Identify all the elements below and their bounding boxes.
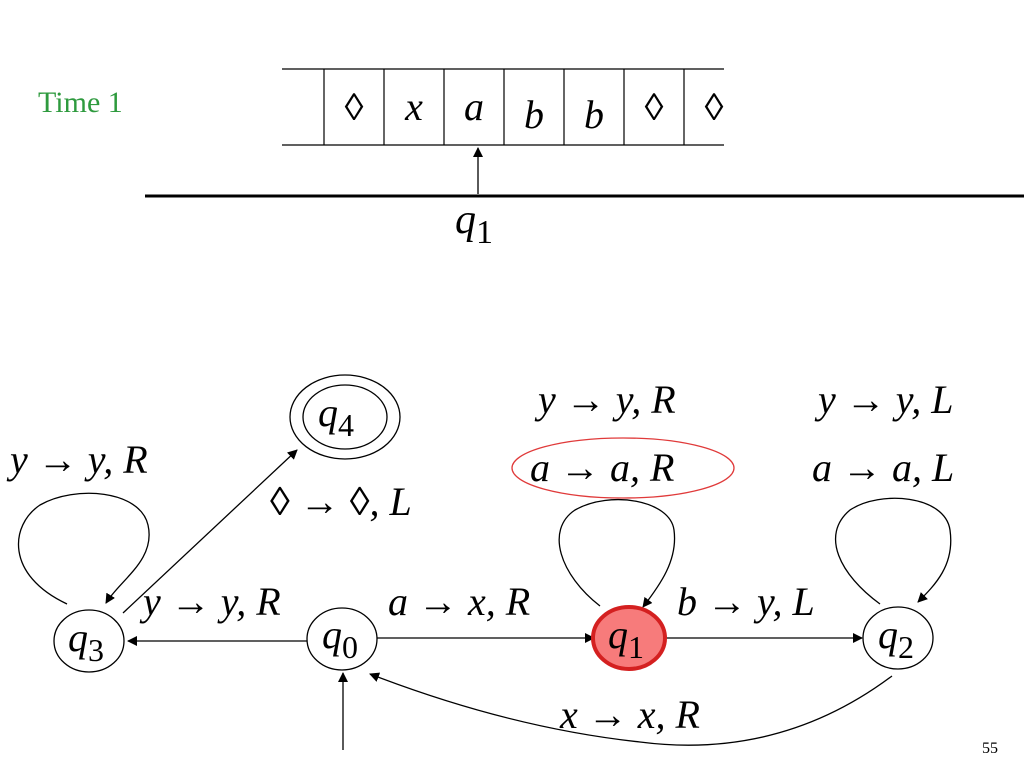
state-q0: q0 bbox=[306, 607, 378, 671]
label-q0-q1: a → x, R bbox=[388, 579, 530, 624]
edges bbox=[17, 449, 952, 750]
label-q1-loop-1: y → y, R bbox=[534, 377, 676, 422]
edge-q2-q0 bbox=[369, 672, 893, 746]
time-label: Time 1 bbox=[38, 86, 123, 119]
state-q2-label: q2 bbox=[878, 612, 914, 665]
state-q4-inner-circle bbox=[302, 384, 388, 450]
state-q1-circle bbox=[591, 605, 667, 671]
state-q1-label: q1 bbox=[608, 612, 644, 665]
edge-q3-q4 bbox=[122, 449, 298, 614]
tape-cell-7: ◊ bbox=[705, 87, 724, 129]
transition-labels: a → x, R b → y, L x → x, R y → y, R ◊ → … bbox=[6, 377, 954, 737]
loop-q2 bbox=[834, 497, 952, 605]
read-head: q1 bbox=[455, 147, 493, 251]
tape: ◊ x a b b ◊ ◊ bbox=[282, 68, 724, 146]
label-q1-q2: b → y, L bbox=[677, 579, 815, 624]
label-q0-q3: y → y, R bbox=[139, 579, 281, 624]
state-q0-circle bbox=[306, 607, 378, 671]
loop-q1 bbox=[558, 498, 676, 608]
label-q3-loop: y → y, R bbox=[6, 437, 148, 482]
label-q3-q4: ◊ → ◊, L bbox=[270, 479, 412, 524]
tape-cell-3: a bbox=[464, 84, 484, 129]
label-q2-loop-1: y → y, L bbox=[814, 377, 954, 422]
tape-cell-1: ◊ bbox=[345, 87, 364, 129]
tape-cell-5: b bbox=[584, 92, 604, 137]
state-q3-label: q3 bbox=[68, 615, 104, 668]
state-q1: q1 bbox=[591, 605, 667, 671]
state-q3: q3 bbox=[53, 609, 125, 673]
page-number: 55 bbox=[982, 740, 998, 757]
label-q2-q0: x → x, R bbox=[559, 692, 700, 737]
state-q4-label: q4 bbox=[318, 390, 354, 443]
tape-cell-4: b bbox=[524, 92, 544, 137]
label-q2-loop-2: a → a, L bbox=[812, 445, 954, 490]
state-q2-circle bbox=[862, 606, 934, 670]
active-transition-highlight bbox=[511, 437, 735, 499]
label-q1-loop-2: a → a, R bbox=[530, 445, 674, 490]
head-state-label: q1 bbox=[455, 197, 493, 251]
state-q0-label: q0 bbox=[322, 612, 358, 665]
state-q2: q2 bbox=[862, 606, 934, 670]
state-q3-circle bbox=[53, 609, 125, 673]
tape-cell-6: ◊ bbox=[645, 87, 664, 129]
state-q4: q4 bbox=[289, 374, 401, 460]
tape-cell-2: x bbox=[404, 84, 423, 129]
loop-q3 bbox=[17, 492, 150, 605]
